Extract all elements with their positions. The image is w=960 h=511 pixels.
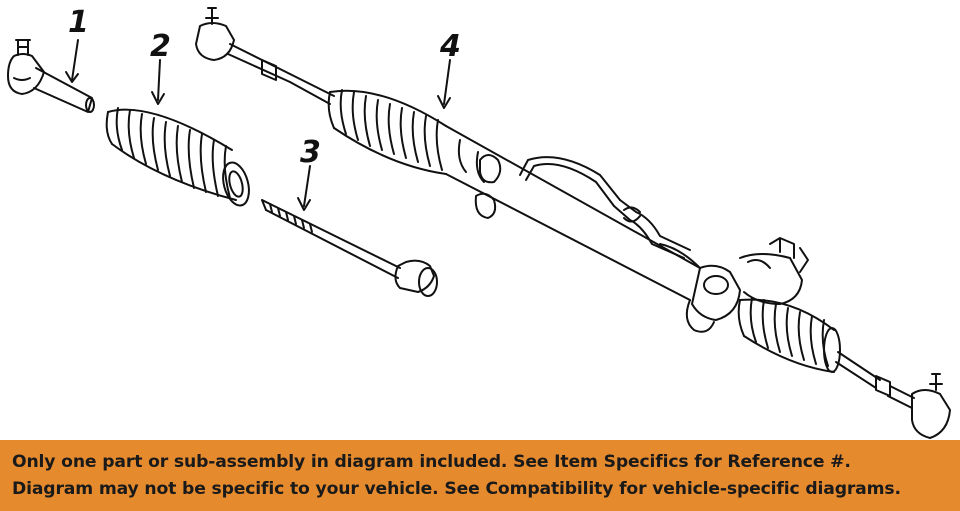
callout-1: 1 (68, 5, 89, 40)
steering-rack-exploded-diagram: 1 2 3 4 (7, 5, 951, 439)
part-4-rack-and-pinion (195, 7, 951, 439)
callout-arrows (65, 39, 451, 211)
callout-4: 4 (439, 29, 461, 64)
disclaimer-banner: Only one part or sub-assembly in diagram… (0, 440, 960, 511)
part-1-tie-rod-end (7, 39, 95, 113)
callout-3: 3 (300, 135, 321, 170)
part-3-inner-tie-rod (261, 199, 438, 297)
disclaimer-line-1: Only one part or sub-assembly in diagram… (12, 452, 851, 472)
callout-2: 2 (150, 29, 171, 64)
disclaimer-line-2: Diagram may not be specific to your vehi… (12, 479, 901, 499)
part-2-boot (105, 107, 250, 207)
